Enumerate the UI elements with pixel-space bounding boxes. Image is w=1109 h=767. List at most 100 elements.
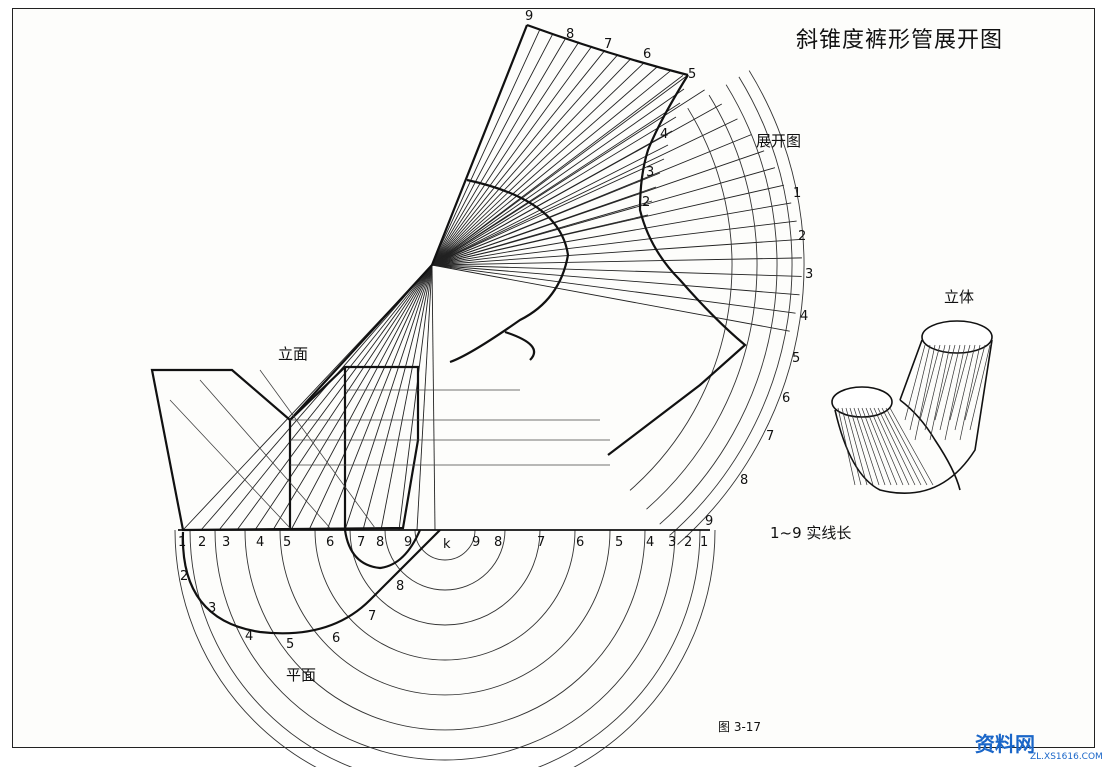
solid-hatch — [837, 407, 856, 486]
solid-hatch — [919, 344, 941, 421]
solid-hatch — [881, 407, 922, 486]
solid-hatch — [904, 344, 926, 421]
radial-line — [431, 238, 801, 266]
solid-hatch — [914, 344, 936, 441]
point-number: 5 — [286, 637, 294, 652]
radial-line — [398, 264, 433, 531]
radial-line — [236, 264, 433, 531]
solid-view — [831, 320, 993, 494]
point-number: 2 — [684, 535, 692, 550]
point-number: 5 — [283, 535, 291, 550]
solid-hatch — [877, 407, 916, 486]
point-number: 8 — [494, 535, 502, 550]
point-number: 8 — [396, 579, 404, 594]
solid-hatch — [944, 344, 966, 441]
point-number: 1 — [700, 535, 708, 550]
plan-arc — [384, 529, 506, 591]
point-number: 6 — [576, 535, 584, 550]
label-elevation: 立面 — [278, 345, 309, 363]
solid-hatch — [869, 407, 904, 486]
solid-hatch — [849, 407, 874, 486]
point-number: 2 — [798, 229, 806, 244]
point-number: 4 — [660, 127, 668, 142]
point-number: 4 — [256, 535, 264, 550]
point-number: 3 — [668, 535, 676, 550]
point-number: k — [443, 537, 451, 552]
radial-line — [308, 264, 433, 531]
plan-arc — [314, 529, 576, 661]
solid-hatch — [954, 344, 976, 431]
label-plan: 平面 — [286, 666, 317, 684]
watermark-url: ZL.XS1616.COM — [1030, 752, 1103, 762]
plan-arc — [279, 529, 611, 696]
radial-line — [431, 184, 785, 266]
point-number: 5 — [615, 535, 623, 550]
radial-line — [218, 264, 433, 531]
label-solid: 立体 — [944, 288, 975, 306]
point-number: 2 — [198, 535, 206, 550]
point-number: 7 — [368, 609, 376, 624]
figure-number: 图 3-17 — [718, 720, 762, 734]
label-unfold: 展开图 — [756, 132, 802, 150]
solid-hatch — [939, 344, 961, 431]
radial-line — [431, 33, 554, 266]
point-number: 7 — [357, 535, 365, 550]
point-number: 7 — [604, 37, 612, 52]
hatch-lines — [169, 369, 610, 529]
plan-arc — [414, 529, 476, 561]
solid-hatch — [889, 407, 934, 486]
solid-hatch — [949, 344, 971, 421]
radial-line — [431, 150, 765, 266]
point-number: 6 — [643, 47, 651, 62]
radial-line — [380, 264, 433, 531]
radial-line — [290, 264, 433, 531]
point-number: 6 — [326, 535, 334, 550]
elevation-branch — [288, 367, 347, 528]
solid-hatch — [909, 344, 931, 431]
plan-arc — [189, 529, 701, 767]
radial-line — [431, 134, 752, 266]
solid-hatch — [841, 407, 862, 486]
radial-line — [431, 264, 800, 296]
drawing-title: 斜锥度裤形管展开图 — [796, 28, 1004, 53]
cone-top — [526, 23, 689, 77]
radial-lines — [182, 24, 802, 531]
radial-line — [431, 264, 796, 314]
radial-line — [431, 89, 705, 266]
radial-line — [431, 62, 645, 266]
point-number: 1 — [793, 186, 801, 201]
radial-line — [431, 37, 567, 266]
plan-arc — [214, 529, 676, 761]
plan-arc — [174, 529, 716, 767]
radial-line — [200, 264, 433, 531]
point-number: 3 — [208, 601, 216, 616]
outline-shapes — [150, 23, 747, 635]
solid-hatch — [969, 344, 991, 431]
plan-curve-large — [181, 529, 441, 635]
solid-hatch — [845, 407, 868, 486]
point-number: 4 — [245, 629, 253, 644]
radial-line — [272, 264, 433, 531]
point-number: 5 — [792, 351, 800, 366]
solid-hatch — [924, 344, 946, 431]
radial-line — [431, 29, 541, 266]
radial-line — [254, 264, 433, 531]
radial-line — [431, 74, 689, 266]
radial-line — [431, 158, 665, 266]
radial-line — [431, 264, 802, 277]
radial-line — [431, 118, 738, 266]
solid-hatch — [885, 407, 928, 486]
point-number: 8 — [376, 535, 384, 550]
point-number: 4 — [800, 309, 808, 324]
solid-hatch — [857, 407, 886, 486]
cone-edge-left — [289, 24, 529, 421]
radial-line — [431, 41, 580, 266]
solid-hatch — [873, 407, 910, 486]
point-number: 8 — [740, 473, 748, 488]
unfold-arc — [659, 84, 778, 525]
radial-line — [431, 54, 619, 266]
solid-hatch — [934, 344, 956, 421]
unfold-arc — [677, 70, 805, 545]
solid-hatch — [865, 407, 898, 486]
